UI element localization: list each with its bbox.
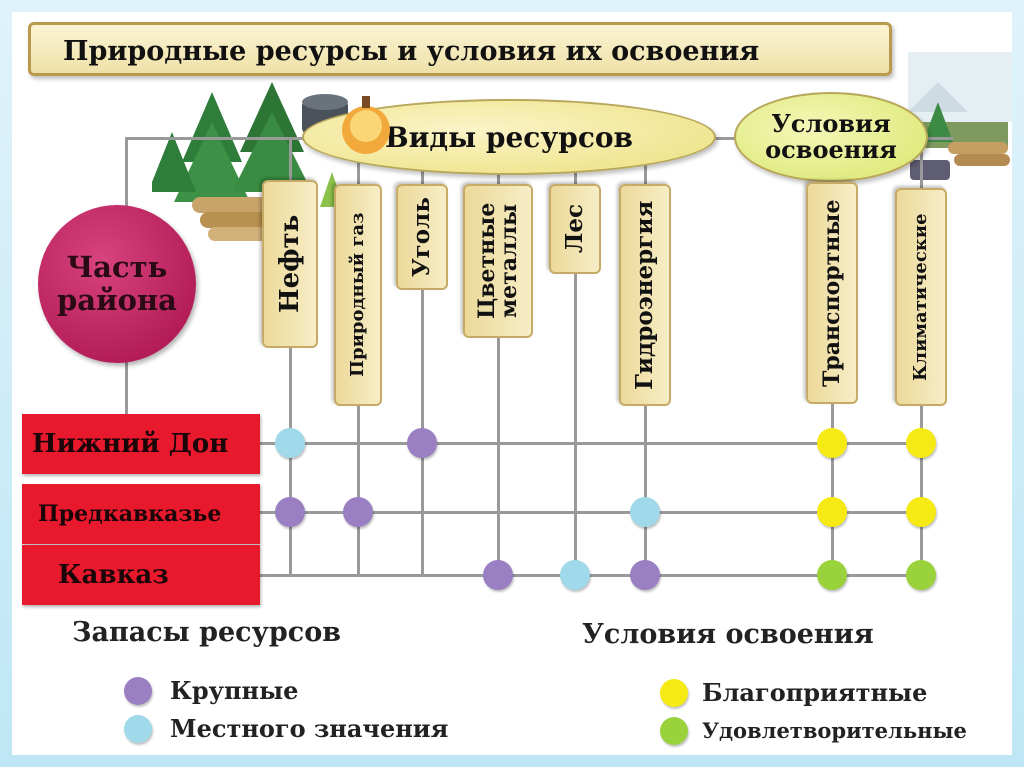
condition-type-label: Транспортные (819, 199, 845, 387)
resource-type-ugol: Уголь (396, 184, 448, 290)
region-box-nizhny-don: Нижний Дон (22, 414, 260, 474)
condition-type-transportnye: Транспортные (806, 182, 858, 404)
resources-header-label: Виды ресурсов (384, 120, 634, 154)
condition-dot-favorable (817, 497, 847, 527)
connector-vertical (497, 137, 500, 577)
reserve-dot-large (630, 560, 660, 590)
resource-type-label: Уголь (408, 197, 435, 277)
connector-vertical (574, 137, 577, 577)
condition-dot-satisfactory (817, 560, 847, 590)
resource-type-gidroenergiya: Гидроэнергия (619, 184, 671, 406)
condition-dot-favorable (906, 497, 936, 527)
resource-type-les: Лес (549, 184, 601, 274)
forest-illustration-icon (152, 82, 348, 241)
resource-type-neft: Нефть (262, 180, 318, 348)
connector-circle-bottom (125, 362, 128, 442)
diagram-title: Природные ресурсы и условия их освоения (28, 22, 892, 76)
conditions-header: Условия освоения (734, 92, 928, 182)
region-box-predkavkazye: Предкавказье (22, 484, 260, 544)
legend-favorable-label: Благоприятные (702, 678, 928, 707)
region-label: Кавказ (58, 560, 169, 590)
connector-horizontal (252, 574, 932, 577)
legend-conditions-title: Условия освоения (582, 619, 874, 650)
connector-circle (125, 137, 128, 207)
reserve-dot-local (275, 428, 305, 458)
condition-type-klimaticheskie: Климатические (895, 188, 947, 406)
resource-type-tsvetnye-metally: Цветные металлы (463, 184, 533, 338)
condition-dot-favorable (906, 428, 936, 458)
region-label: Нижний Дон (32, 429, 229, 459)
condition-type-label: Климатические (910, 213, 931, 381)
reserve-dot-large (407, 428, 437, 458)
resource-type-label: Гидроэнергия (631, 200, 658, 390)
landscape-illustration-icon (908, 52, 1012, 180)
region-box-kavkaz: Кавказ (22, 545, 260, 605)
connector-vertical (421, 137, 424, 577)
resource-type-label: Нефть (275, 214, 305, 314)
resource-type-label: Природный газ (347, 212, 368, 378)
condition-dot-satisfactory (906, 560, 936, 590)
condition-dot-favorable (817, 428, 847, 458)
connector-horizontal (252, 442, 932, 445)
legend-large-dot (124, 677, 152, 705)
legend-favorable-dot (660, 679, 688, 707)
region-circle: Часть района (38, 205, 196, 363)
region-circle-label: Часть района (57, 250, 177, 317)
legend-local-label: Местного значения (170, 714, 449, 743)
reserve-dot-large (483, 560, 513, 590)
connector-vertical (289, 137, 292, 577)
resource-type-label: Цветные металлы (474, 202, 522, 320)
gas-flame-icon (342, 96, 390, 154)
resource-type-label: Лес (561, 204, 588, 254)
legend-reserves-title: Запасы ресурсов (72, 617, 341, 648)
legend-satisfactory-dot (660, 717, 688, 745)
reserve-dot-large (343, 497, 373, 527)
reserve-dot-local (630, 497, 660, 527)
conditions-header-label: Условия освоения (765, 109, 897, 164)
resource-type-prirodny-gaz: Природный газ (334, 184, 382, 406)
diagram-frame: Природные ресурсы и условия их освоения … (12, 12, 1012, 755)
connector-horizontal (252, 511, 932, 514)
legend-large-label: Крупные (170, 676, 299, 705)
reserve-dot-local (560, 560, 590, 590)
legend-satisfactory-label: Удовлетворительные (702, 718, 967, 743)
legend-local-dot (124, 715, 152, 743)
reserve-dot-large (275, 497, 305, 527)
region-label: Предкавказье (38, 501, 222, 527)
